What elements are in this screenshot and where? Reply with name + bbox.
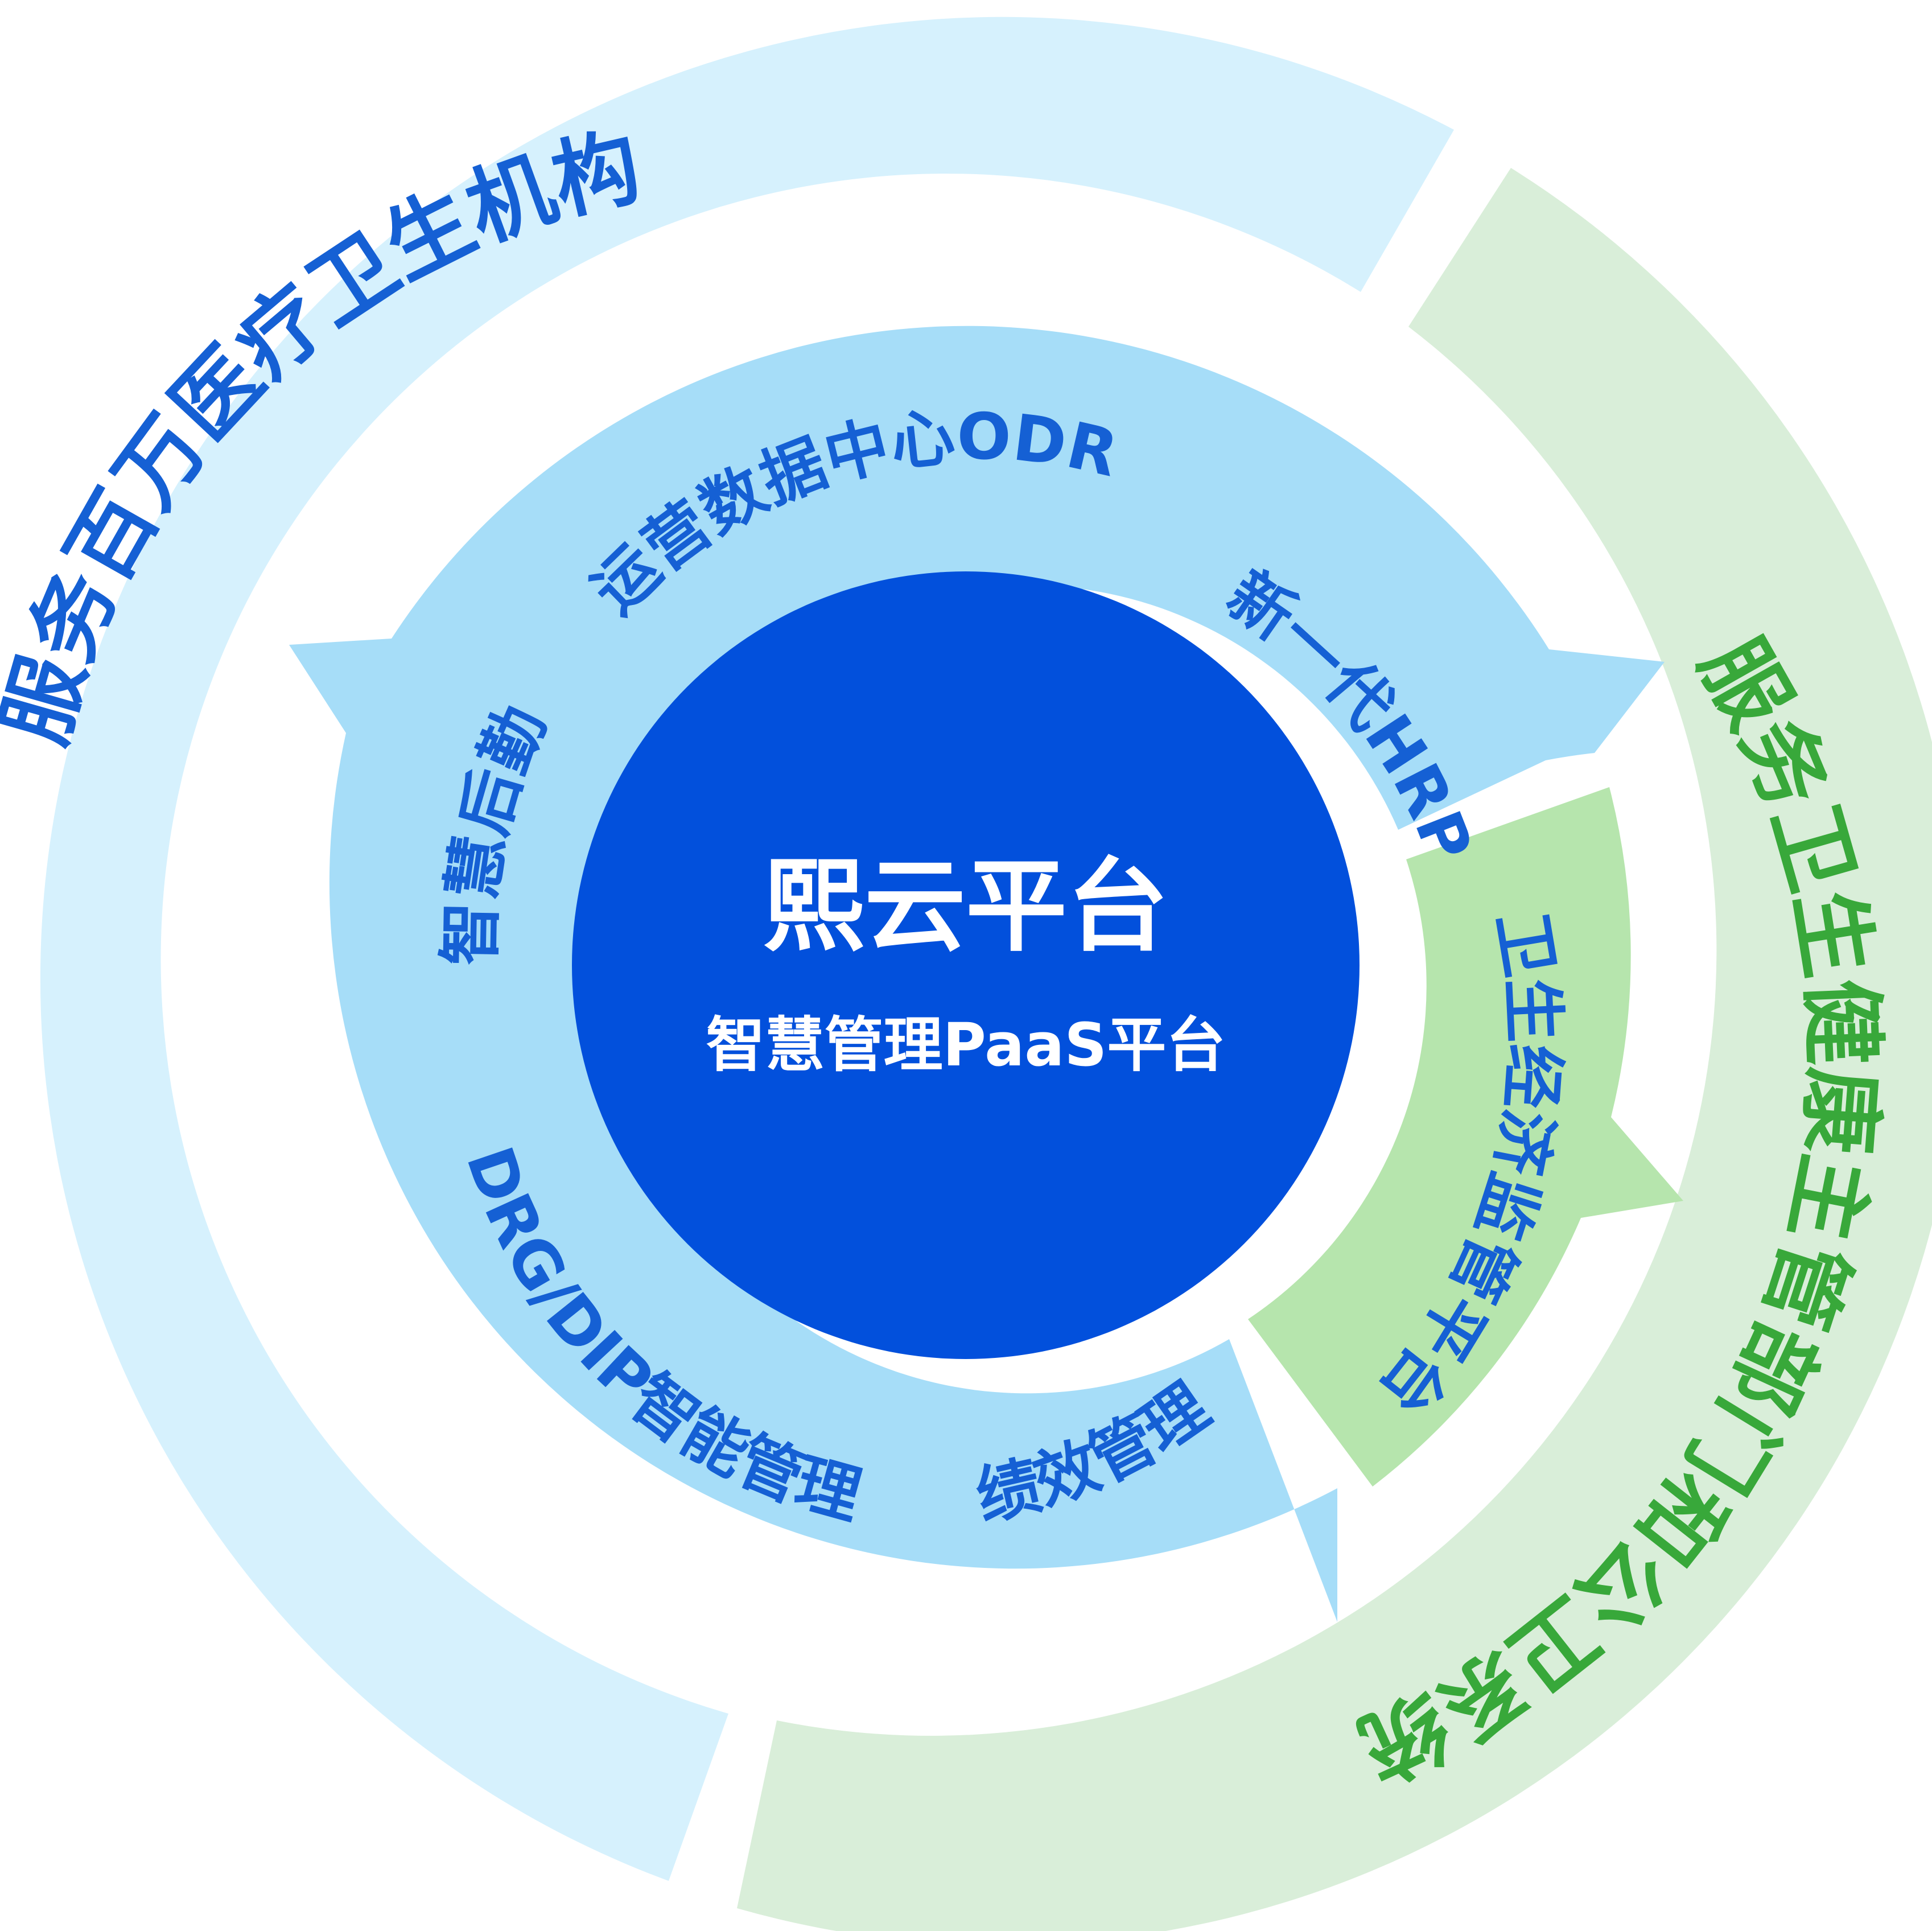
middle-ring-blue-segment — [289, 326, 1665, 1623]
center-subtitle: 智慧管理PaaS平台 — [706, 1010, 1226, 1080]
center-circle — [572, 571, 1360, 1359]
center-title: 熙云平台 — [763, 847, 1168, 965]
middle-ring-green-segment — [1248, 787, 1683, 1487]
outer-ring-right-segment — [737, 168, 1932, 1931]
outer-ring-left-segment — [40, 17, 1455, 1881]
